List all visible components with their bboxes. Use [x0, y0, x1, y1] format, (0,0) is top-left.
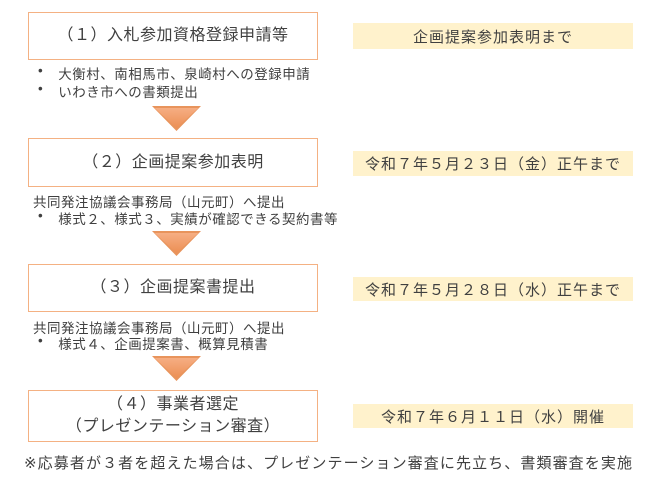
step-box-2: （２）企画提案参加表明	[28, 138, 318, 187]
down-arrow-fill	[154, 357, 199, 378]
down-arrow-fill	[154, 232, 199, 253]
step-box-1: （１）入札参加資格登録申請等	[28, 12, 318, 60]
step-box-3: （３）企画提案書提出	[28, 264, 318, 312]
detail-line: 大衡村、南相馬市、泉崎村への登録申請	[38, 63, 310, 83]
detail-line: 共同発注協議会事務局（山元町）へ提出	[33, 195, 285, 210]
side-label-4: 令和７年６月１１日（水）開催	[353, 404, 633, 428]
detail-line: いわき市への書類提出	[38, 81, 198, 101]
down-arrow-icon	[152, 231, 201, 256]
detail-line: 様式２、様式３、実績が確認できる契約書等	[38, 208, 338, 228]
down-arrow-fill	[154, 107, 199, 128]
side-label-2: 令和７年５月２３日（金）正午まで	[353, 151, 633, 176]
down-arrow-icon	[152, 356, 201, 381]
side-label-1: 企画提案参加表明まで	[353, 23, 633, 49]
footnote: ※応募者が３者を超えた場合は、プレゼンテーション審査に先立ち、書類審査を実施	[24, 455, 634, 472]
side-label-3: 令和７年５月２８日（水）正午まで	[353, 277, 633, 301]
down-arrow-icon	[152, 106, 201, 131]
detail-line: 様式４、企画提案書、概算見積書	[38, 333, 268, 353]
step-box-4: （４）事業者選定 （プレゼンテーション審査）	[28, 390, 318, 442]
